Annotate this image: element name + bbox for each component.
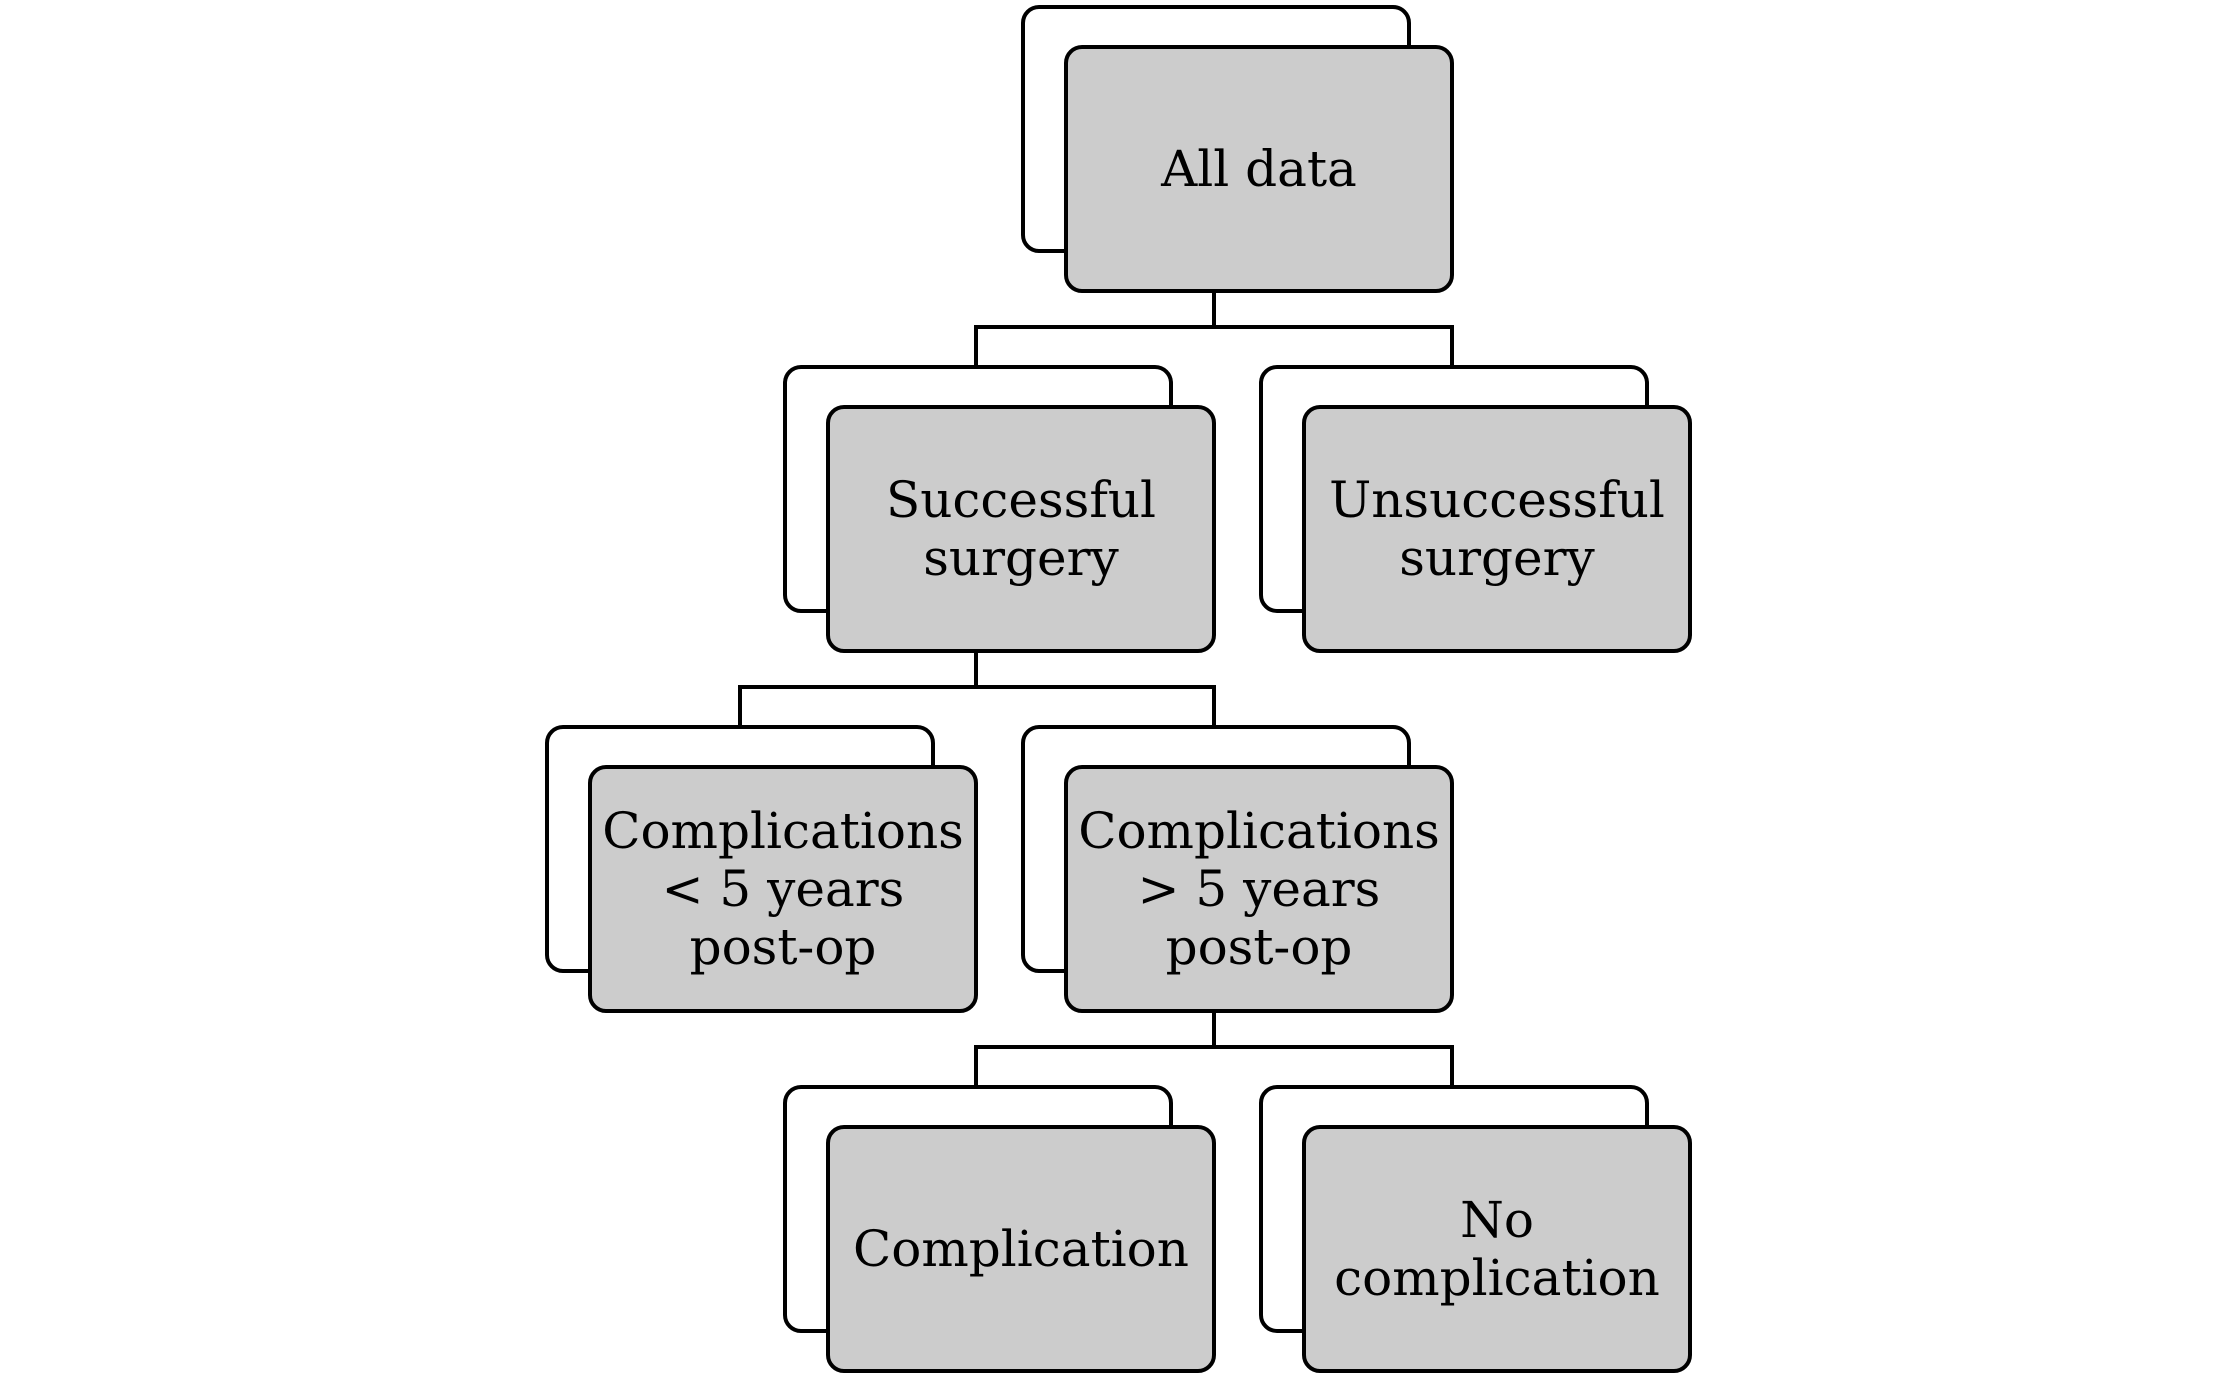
node-label: Unsuccessful surgery [1329, 471, 1665, 587]
node-complication: Complication [783, 1085, 1216, 1373]
node-no-complication: No complication [1259, 1085, 1692, 1373]
node-label: Successful surgery [885, 471, 1157, 587]
node-label: All data [1161, 140, 1357, 198]
node-label: No complication [1334, 1191, 1660, 1307]
node-successful-surgery: Successful surgery [783, 365, 1216, 653]
node-complications-lt5: Complications < 5 years post-op [545, 725, 978, 1013]
node-all-data: All data [1021, 5, 1454, 293]
node-box: No complication [1302, 1125, 1692, 1373]
node-box: Complications > 5 years post-op [1064, 765, 1454, 1013]
node-complications-gt5: Complications > 5 years post-op [1021, 725, 1454, 1013]
node-label: Complications < 5 years post-op [602, 802, 964, 976]
node-label: Complication [853, 1220, 1189, 1278]
node-box: Successful surgery [826, 405, 1216, 653]
node-box: Unsuccessful surgery [1302, 405, 1692, 653]
node-unsuccessful-surgery: Unsuccessful surgery [1259, 365, 1692, 653]
node-box: Complications < 5 years post-op [588, 765, 978, 1013]
node-label: Complications > 5 years post-op [1078, 802, 1440, 976]
node-box: All data [1064, 45, 1454, 293]
node-box: Complication [826, 1125, 1216, 1373]
